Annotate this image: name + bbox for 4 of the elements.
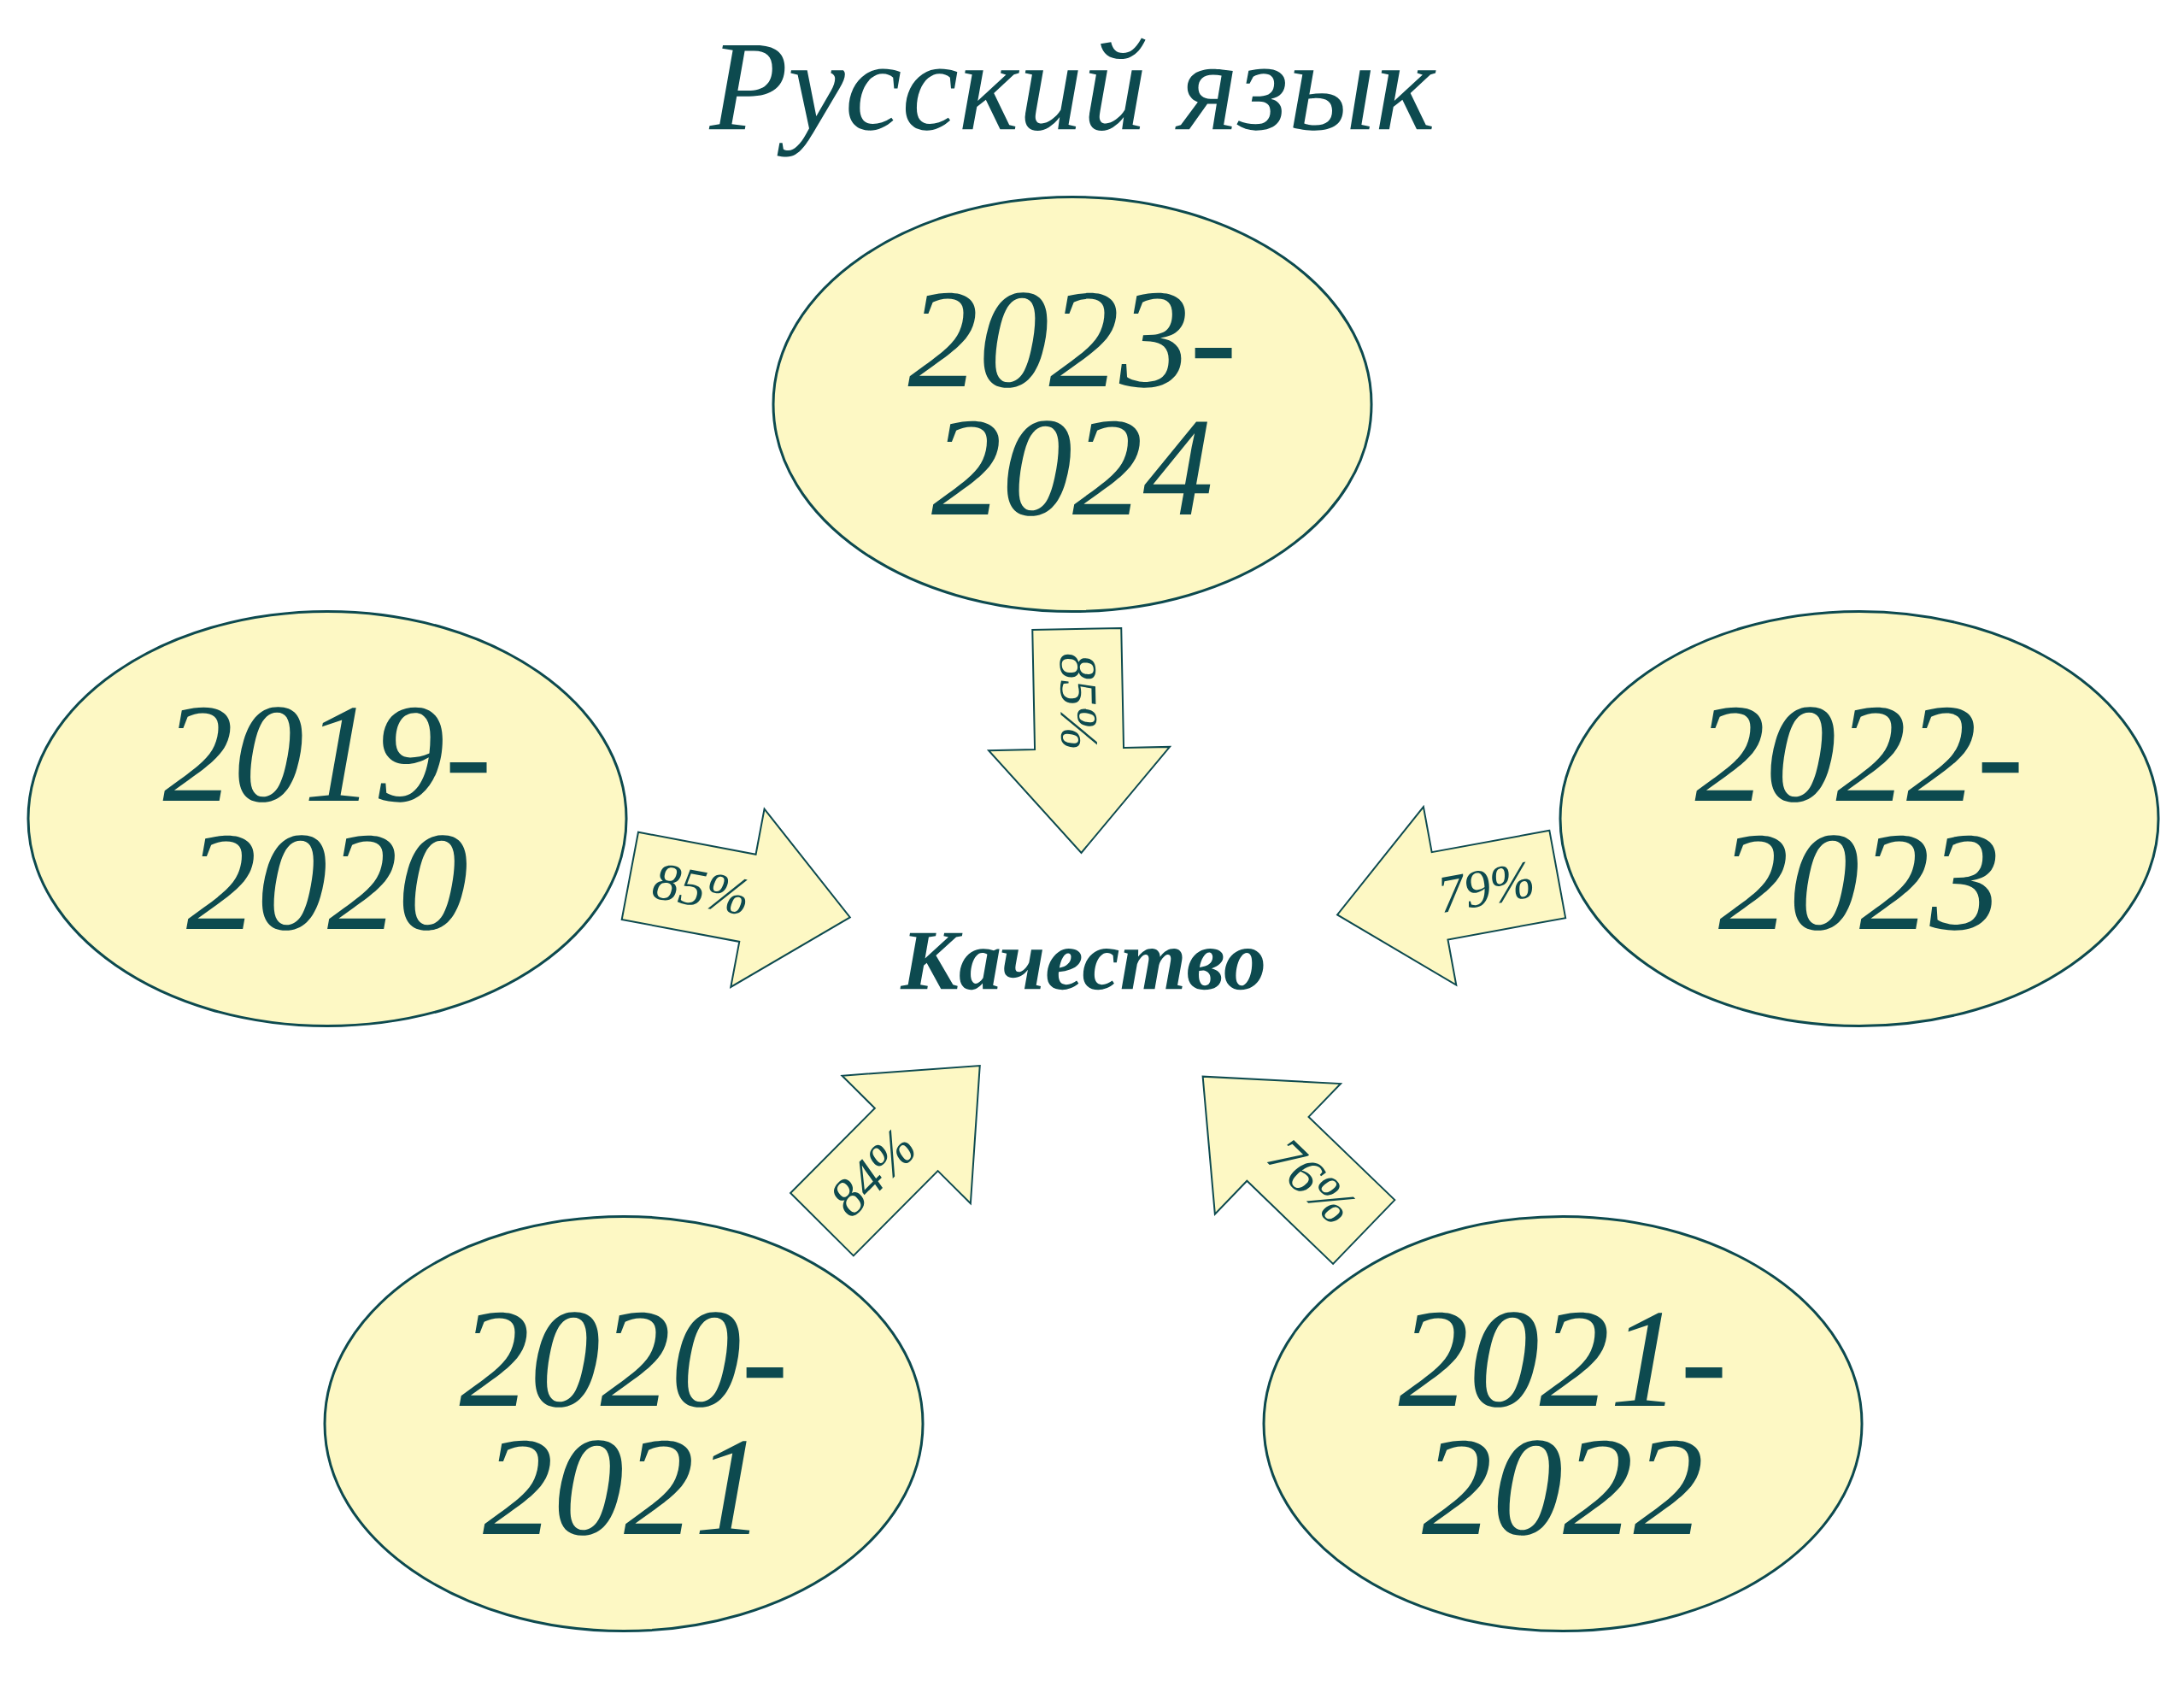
title: Русский язык <box>708 38 1436 157</box>
edge-label: 79% <box>1434 860 1538 915</box>
edge-label: 85% <box>649 861 754 917</box>
center-label: Качество <box>900 932 1264 990</box>
